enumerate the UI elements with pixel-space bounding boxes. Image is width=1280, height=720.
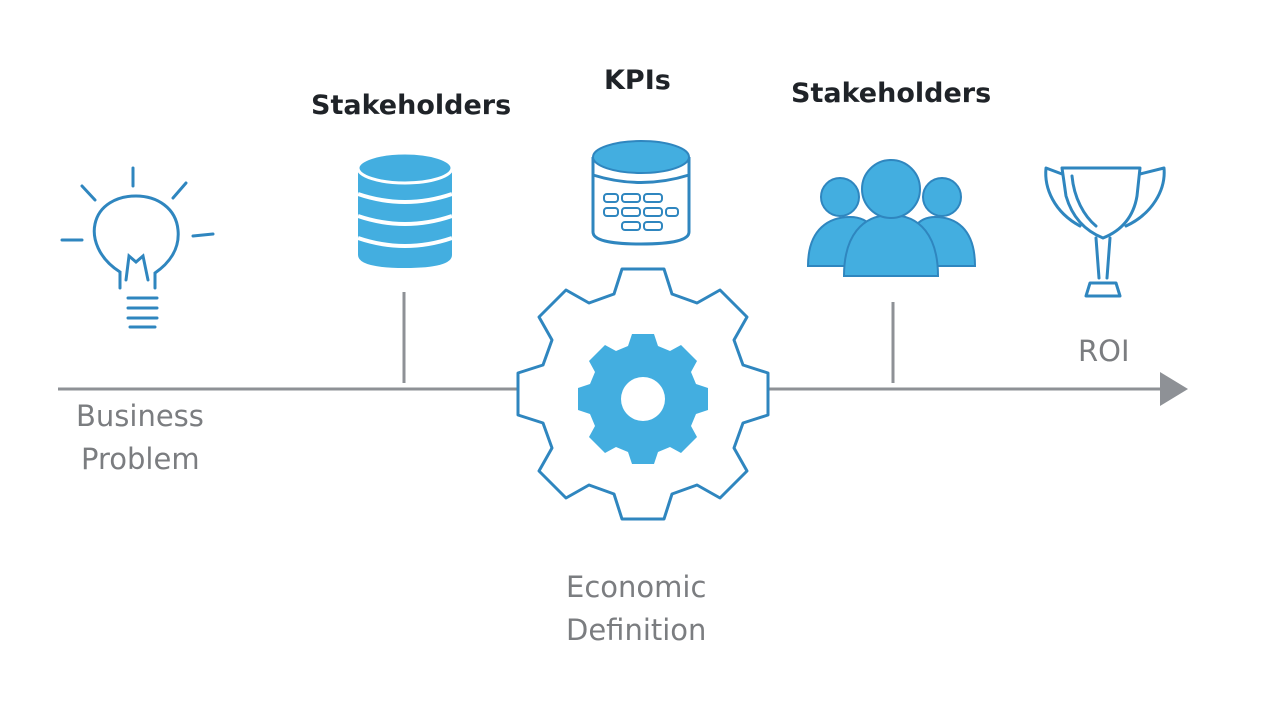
economic-definition-label: Economic Definition: [566, 566, 706, 652]
stakeholders-left-label: Stakeholders: [311, 90, 512, 121]
business-problem-line-2: Problem: [81, 442, 200, 476]
trophy-icon: [1044, 166, 1166, 298]
kpis-label: KPIs: [604, 65, 671, 96]
business-problem-label: Business Problem: [76, 395, 204, 481]
gear-icon: [516, 267, 770, 521]
database-stack-icon: [356, 151, 454, 268]
business-problem-line-1: Business: [76, 399, 204, 433]
kpi-database-icon: [591, 140, 691, 246]
economic-definition-line-1: Economic: [566, 570, 707, 604]
timeline-arrowhead: [1160, 372, 1188, 406]
people-group-icon: [806, 159, 977, 277]
stakeholders-right-label: Stakeholders: [791, 78, 992, 109]
roi-label: ROI: [1078, 334, 1130, 368]
economic-definition-line-2: Definition: [566, 613, 707, 647]
lightbulb-icon: [60, 166, 215, 329]
